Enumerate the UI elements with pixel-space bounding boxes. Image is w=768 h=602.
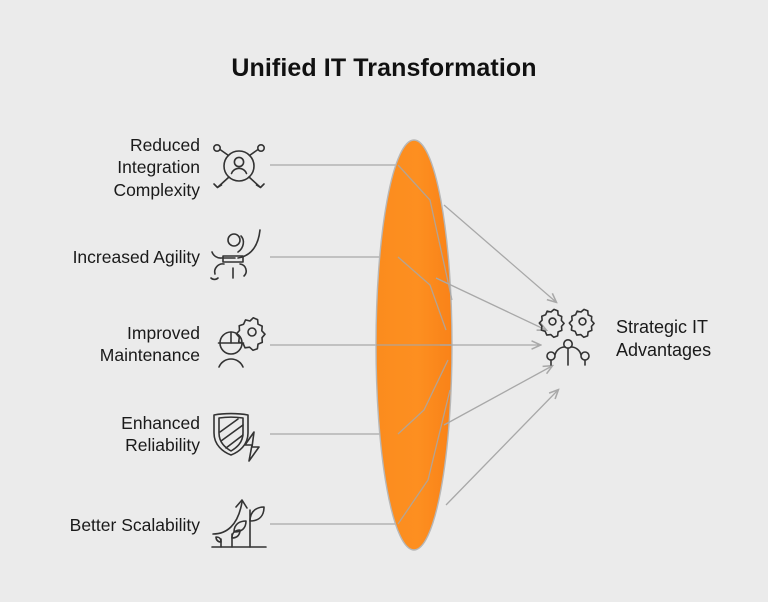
network-user-icon xyxy=(210,139,268,197)
input-item-enhanced-reliability[interactable]: Enhanced Reliability xyxy=(28,405,268,463)
input-label: Increased Agility xyxy=(72,246,200,267)
input-item-better-scalability[interactable]: Better Scalability xyxy=(28,496,268,554)
shield-bolt-icon xyxy=(210,405,268,463)
input-label: Reduced Integration Complexity xyxy=(113,135,200,200)
input-item-reduced-integration-complexity[interactable]: Reduced Integration Complexity xyxy=(28,134,268,201)
gears-circuit-icon xyxy=(538,308,604,370)
input-label: Enhanced Reliability xyxy=(121,412,200,455)
growth-plant-icon xyxy=(210,496,268,554)
worker-gear-icon xyxy=(210,315,268,373)
input-item-improved-maintenance[interactable]: Improved Maintenance xyxy=(28,315,268,373)
outcome-node[interactable]: Strategic IT Advantages xyxy=(538,308,711,370)
page-title: Unified IT Transformation xyxy=(231,54,537,82)
input-item-increased-agility[interactable]: Increased Agility xyxy=(28,228,268,286)
input-label: Better Scalability xyxy=(69,514,200,535)
input-label: Improved Maintenance xyxy=(99,322,200,365)
agile-person-icon xyxy=(210,228,268,286)
outcome-label: Strategic IT Advantages xyxy=(616,316,712,360)
